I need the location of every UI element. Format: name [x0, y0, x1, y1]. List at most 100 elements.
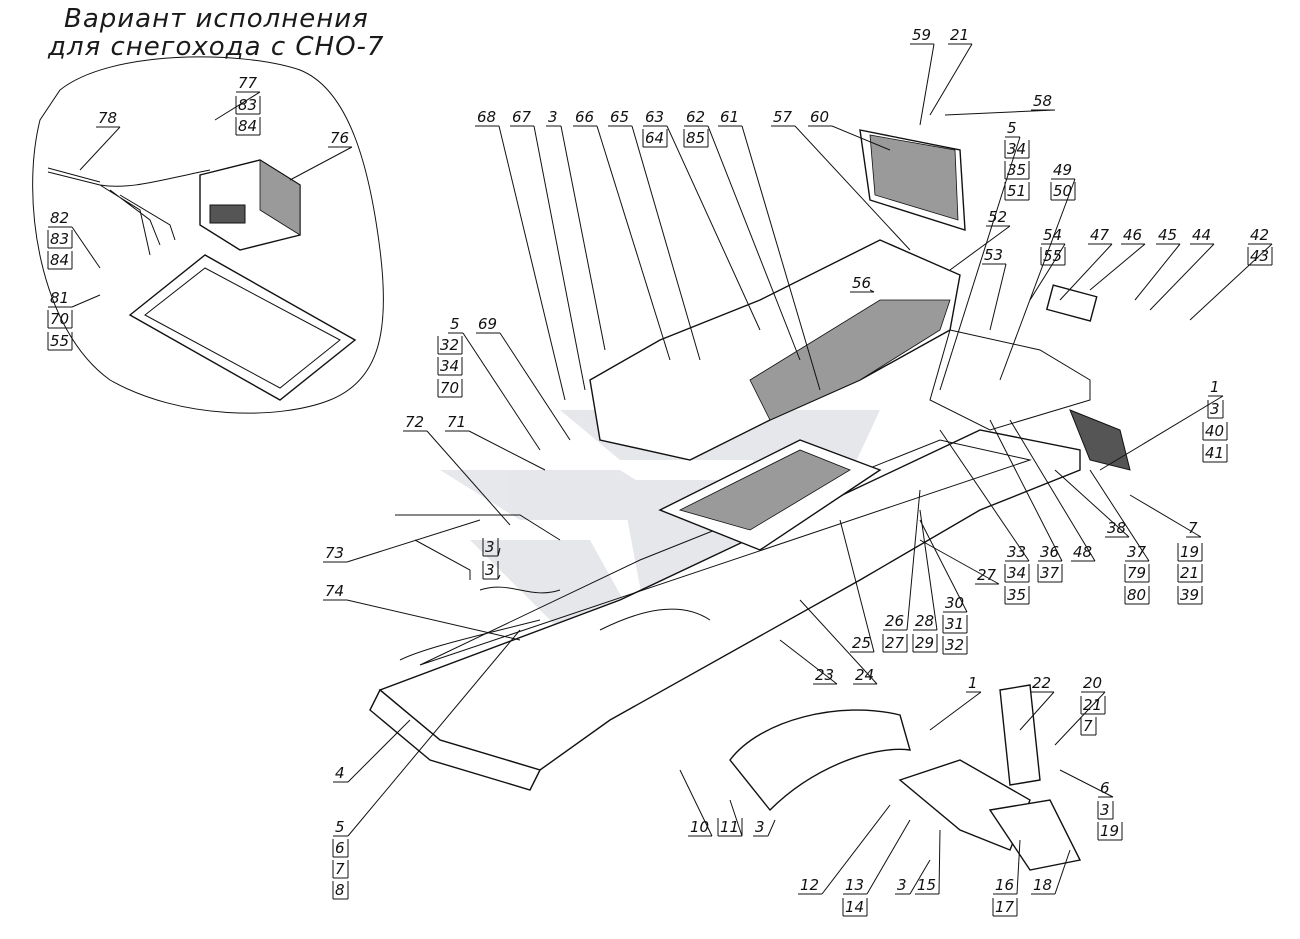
leader-line: [839, 519, 875, 653]
part-label-3: 3: [1210, 400, 1220, 418]
part-label-3: 3: [1100, 801, 1110, 819]
leader-line: [741, 125, 821, 391]
part-label-70: 70: [50, 310, 69, 328]
part-label-34: 34: [1007, 140, 1026, 158]
part-label-42: 42: [1250, 226, 1269, 244]
part-label-27: 27: [885, 634, 905, 652]
part-label-69: 69: [478, 315, 497, 333]
leader-line: [707, 125, 801, 361]
part-label-1: 1: [1210, 378, 1220, 396]
part-label-3: 3: [548, 108, 558, 126]
part-label-27: 27: [977, 566, 997, 584]
part-label-81: 81: [50, 289, 69, 307]
leader-line: [999, 178, 1076, 381]
leader-line: [1016, 839, 1021, 895]
part-label-7: 7: [335, 860, 345, 878]
part-label-13: 13: [845, 876, 864, 894]
leader-line: [929, 43, 973, 116]
inset-cables: [47, 169, 211, 256]
part-label-37: 37: [1127, 543, 1147, 561]
leader-line: [214, 91, 261, 121]
cargo-basket: [658, 439, 882, 551]
leader-line: [71, 226, 101, 269]
leader-line: [989, 419, 1063, 562]
part-label-21: 21: [1180, 564, 1199, 582]
leader-line: [1129, 494, 1202, 538]
part-label-84: 84: [238, 117, 257, 135]
part-label-70: 70: [440, 379, 459, 397]
body-tub: [369, 429, 1081, 791]
part-label-58: 58: [1033, 92, 1052, 110]
part-label-3: 3: [897, 876, 907, 894]
leader-line: [1059, 243, 1113, 301]
part-label-78: 78: [98, 109, 117, 127]
side-cable: [395, 514, 561, 580]
leader-line: [1089, 243, 1146, 291]
leader-line: [1019, 691, 1055, 731]
leader-lines: [71, 43, 1273, 895]
part-label-19: 19: [1180, 543, 1199, 561]
inset-battery: [199, 159, 301, 251]
part-label-43: 43: [1250, 247, 1269, 265]
part-label-36: 36: [1040, 543, 1059, 561]
leader-line: [346, 599, 521, 641]
part-label-65: 65: [610, 108, 629, 126]
part-label-37: 37: [1040, 564, 1060, 582]
part-label-34: 34: [440, 357, 459, 375]
part-label-83: 83: [238, 96, 257, 114]
leader-line: [944, 109, 1056, 116]
part-label-74: 74: [325, 582, 344, 600]
part-label-20: 20: [1083, 674, 1102, 692]
leader-line: [919, 539, 1000, 585]
part-label-14: 14: [845, 898, 864, 916]
leader-line: [919, 519, 968, 613]
part-label-62: 62: [686, 108, 705, 126]
part-label-71: 71: [447, 413, 466, 431]
seat: [589, 129, 966, 461]
part-label-33: 33: [1007, 543, 1026, 561]
leader-line: [71, 294, 101, 308]
leader-line: [1149, 243, 1215, 311]
part-label-52: 52: [988, 208, 1007, 226]
part-label-1: 1: [968, 674, 978, 692]
leader-line: [939, 429, 1030, 562]
part-label-73: 73: [325, 544, 344, 562]
leader-line: [949, 225, 1011, 271]
part-label-77: 77: [238, 74, 258, 92]
rear-mudflap: [729, 684, 1082, 871]
part-label-47: 47: [1090, 226, 1110, 244]
caption-line-2: для снегохода с СНО-7: [48, 32, 385, 62]
part-label-5: 5: [335, 818, 345, 836]
part-label-79: 79: [1127, 564, 1146, 582]
part-label-35: 35: [1007, 161, 1026, 179]
part-label-60: 60: [810, 108, 829, 126]
part-label-3: 3: [755, 818, 765, 836]
part-label-63: 63: [645, 108, 664, 126]
leader-line: [499, 332, 571, 441]
leader-line: [1134, 243, 1181, 301]
leader-line: [821, 804, 891, 895]
part-label-83: 83: [50, 230, 69, 248]
part-label-59: 59: [912, 26, 931, 44]
leader-line: [462, 332, 541, 451]
leader-line: [533, 125, 586, 391]
leader-line: [468, 430, 546, 471]
part-label-21: 21: [1083, 696, 1102, 714]
part-label-80: 80: [1127, 586, 1146, 604]
part-label-7: 7: [1083, 717, 1093, 735]
part-label-53: 53: [984, 246, 1003, 264]
leader-line: [1009, 419, 1096, 562]
part-label-4: 4: [335, 764, 345, 782]
part-label-3: 3: [485, 561, 495, 579]
leader-line: [347, 719, 411, 783]
leader-line: [347, 629, 521, 837]
leader-line: [866, 819, 911, 895]
part-label-67: 67: [512, 108, 532, 126]
part-label-18: 18: [1033, 876, 1052, 894]
part-label-11: 11: [720, 818, 739, 836]
part-label-35: 35: [1007, 586, 1026, 604]
part-label-82: 82: [50, 209, 69, 227]
part-label-16: 16: [995, 876, 1014, 894]
